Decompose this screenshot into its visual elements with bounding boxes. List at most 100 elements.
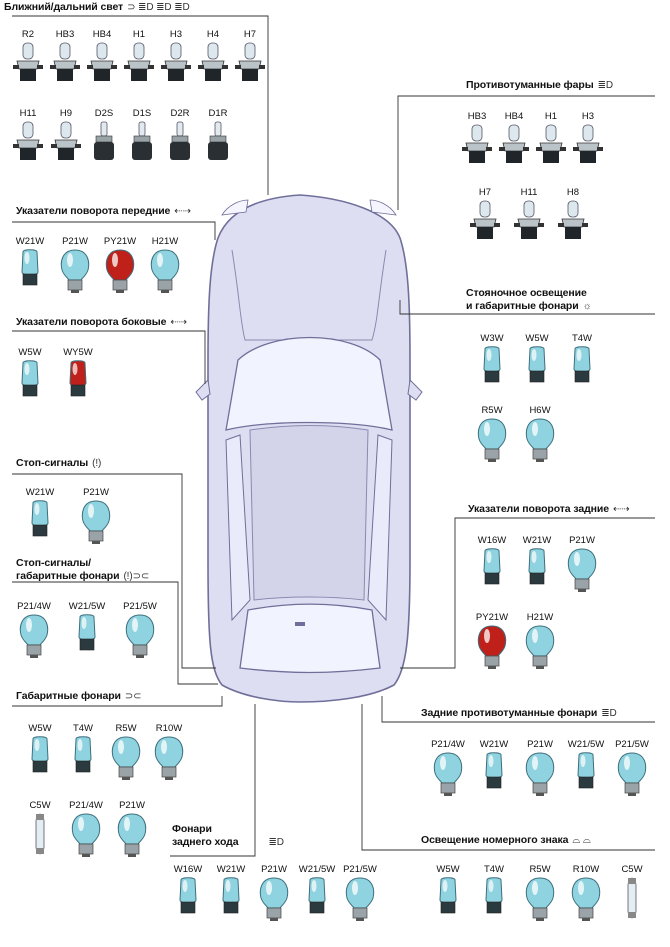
bulb-turn-rear-row1-1: W21W [515,534,559,587]
bulb-stop-0: W21W [18,486,62,539]
bulb-fog-rear-3: W21/5W [564,738,608,791]
bulb-code-label: R2 [21,29,35,40]
bulb-icon [518,876,562,922]
bulb-icon [470,547,514,587]
section-title-text: Задние противотуманные фонари [421,707,598,719]
bulb-icon [426,751,470,797]
bulb-icon [560,547,604,593]
bulb-headlights-row1-1: HB3 [43,28,87,85]
bulb-code-label: C5W [29,800,51,811]
bulb-fog-rear-0: P21/4W [426,738,470,797]
bulb-turn-front-3: H21W [143,235,187,294]
car-rear-window [239,603,381,674]
bulb-icon [610,751,654,797]
bulb-icon [18,499,62,539]
bulb-icon [143,248,187,294]
section-title-fog-front: Противотуманные фары≣D [466,79,613,91]
bulb-code-label: W21W [25,487,55,498]
turn-arrows-icon: ⇠⇢ [170,317,187,328]
leader-side-lights [12,696,223,707]
bulb-code-label: R5W [481,405,503,416]
bulb-icon [455,123,499,167]
bulb-code-label: D2R [170,108,190,119]
bulb-code-label: H11 [19,108,37,119]
section-title-text: Освещение номерного знака [421,834,569,846]
turn-arrows-icon: ⇠⇢ [612,504,630,515]
bulb-icon [566,123,610,167]
bulb-icon [228,41,272,85]
bulb-fog-row2-2: H8 [551,186,595,243]
bulb-icon [118,613,162,659]
bulb-icon [515,547,559,587]
headlights-symbols-icon: ⊃ ≣D ≣D ≣D [127,2,190,13]
section-title-turn-rear: Указатели поворота задние⇠⇢ [468,503,630,515]
bulb-code-label: W21/5W [68,601,106,612]
bulb-fog-rear-1: W21W [472,738,516,791]
plate-symbol-icon: ⌓ ⌓ [572,835,591,846]
section-title-parking: Стояночное освещение и габаритные фонари… [466,287,592,313]
bulb-icon [120,120,164,164]
car-roof [249,425,369,601]
leader-fog-rear [381,696,655,723]
bulb-code-label: P21/4W [69,800,103,811]
bulb-icon [507,199,551,243]
bulb-icon [61,735,105,775]
section-title-text: Противотуманные фары [466,79,594,91]
section-title-reverse: Фонари заднего хода≣D [172,823,284,849]
bulb-turn-front-0: W21W [8,235,52,288]
bulb-code-label: H8 [566,187,580,198]
bulb-code-label: P21/4W [17,601,51,612]
bulb-icon [529,123,573,167]
bulb-parking-row1-0: W3W [470,332,514,385]
section-title-text: Указатели поворота задние [468,503,609,515]
stop-symbol-icon: (!) [92,458,102,469]
bulb-code-label: HB4 [504,111,524,122]
bulb-fog-rear-2: P21W [518,738,562,797]
bulb-icon [64,812,108,858]
bulb-parking-row2-0: R5W [470,404,514,463]
bulb-fog-row2-0: H7 [463,186,507,243]
bulb-code-label: R5W [529,864,551,875]
bulb-code-label: HB3 [55,29,75,40]
bulb-code-label: P21/5W [343,864,377,875]
bulb-icon [196,120,240,164]
bulb-icon [53,248,97,294]
bulb-code-label: R10W [155,723,183,734]
bulb-turn-side-0: W5W [8,346,52,399]
bulb-icon [515,345,559,385]
bulb-code-label: W3W [480,333,504,344]
bulb-parking-row1-2: T4W [560,332,604,385]
section-title-stop-side: Стоп-сигналы/ габаритные фонари(!)⊃⊂ [16,557,149,583]
section-title-text: Габаритные фонари [16,690,121,702]
bulb-headlights-row1-4: H3 [154,28,198,85]
bulb-stop-side-2: P21/5W [118,600,162,659]
bulb-icon [18,735,62,775]
leader-parking [399,300,655,315]
bulb-code-label: W21W [522,535,552,546]
bulb-icon [191,41,235,85]
bulb-code-label: P21/5W [123,601,157,612]
bulb-icon [518,624,562,670]
bulb-fog-row2-1: H11 [507,186,551,243]
bulb-code-label: HB3 [467,111,487,122]
bulb-code-label: C5W [621,864,643,875]
section-title-turn-front: Указатели поворота передние⇠⇢ [16,205,191,217]
bulb-headlights-row1-5: H4 [191,28,235,85]
leader-stop-side [12,581,218,685]
bulb-code-label: H3 [169,29,183,40]
bulb-turn-rear-row2-0: PY21W [470,611,514,670]
bulb-icon [472,751,516,791]
bulb-turn-front-2: PY21W [98,235,142,294]
bulb-icon [551,199,595,243]
bulb-code-label: H11 [520,187,538,198]
bulb-code-label: H1 [132,29,146,40]
car-headlight-left [221,199,249,216]
bulb-fog-row1-1: HB4 [492,110,536,167]
section-title-text: Фонари [172,823,212,835]
bulb-icon [82,120,126,164]
bulb-code-label: WY5W [63,347,93,358]
bulb-headlights-row2-0: H11 [6,107,50,164]
bulb-headlights-row1-2: HB4 [80,28,124,85]
bulb-side-lights-row1-3: R10W [147,722,191,781]
